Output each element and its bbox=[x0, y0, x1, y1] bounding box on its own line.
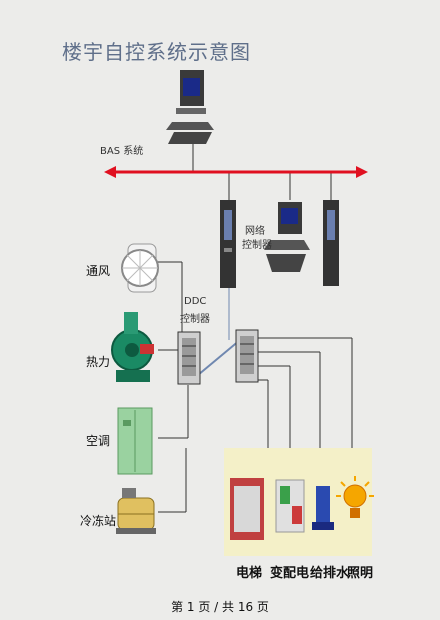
device-label-ventilation: 通风 bbox=[86, 264, 111, 278]
network-controller-label-line2: 控制器 bbox=[242, 240, 272, 251]
chiller-icon bbox=[116, 488, 156, 534]
page-title: 楼宇自控系统示意图 bbox=[62, 40, 251, 64]
lighting-panel bbox=[336, 448, 374, 556]
water-pump-panel bbox=[306, 448, 342, 556]
ddc-controller-left bbox=[177, 331, 201, 385]
page-footer: 第 1 页 / 共 16 页 bbox=[171, 600, 269, 614]
system-label-elevator: 电梯 bbox=[236, 566, 263, 581]
network-controller-label-line1: 网络 bbox=[245, 226, 265, 237]
ventilation-fan-icon bbox=[121, 243, 159, 293]
bas-bus bbox=[104, 166, 368, 178]
device-label-air-conditioning: 空调 bbox=[86, 434, 111, 448]
elevator-panel bbox=[224, 448, 268, 556]
heat-exchanger-icon bbox=[111, 312, 154, 382]
server-tower bbox=[323, 200, 339, 286]
wiring bbox=[156, 138, 353, 513]
network-controller-tower bbox=[220, 200, 236, 288]
system-label-power-distribution: 变配电 bbox=[270, 566, 310, 581]
device-label-heating: 热力 bbox=[86, 355, 111, 369]
power-distribution-panel bbox=[268, 448, 310, 556]
device-label-chiller: 冷冻站 bbox=[80, 514, 117, 528]
ddc-label-line1: DDC bbox=[184, 296, 207, 307]
ddc-label-line2: 控制器 bbox=[180, 314, 210, 325]
ddc-controller-right bbox=[235, 329, 259, 383]
air-conditioner-icon bbox=[117, 407, 153, 475]
bas-system-label: BAS 系统 bbox=[100, 146, 144, 157]
system-label-lighting: 照明 bbox=[347, 566, 374, 581]
operator-workstation bbox=[264, 202, 310, 272]
system-label-water-supply-drainage: 给排水 bbox=[310, 566, 350, 581]
bas-workstation bbox=[166, 70, 214, 144]
